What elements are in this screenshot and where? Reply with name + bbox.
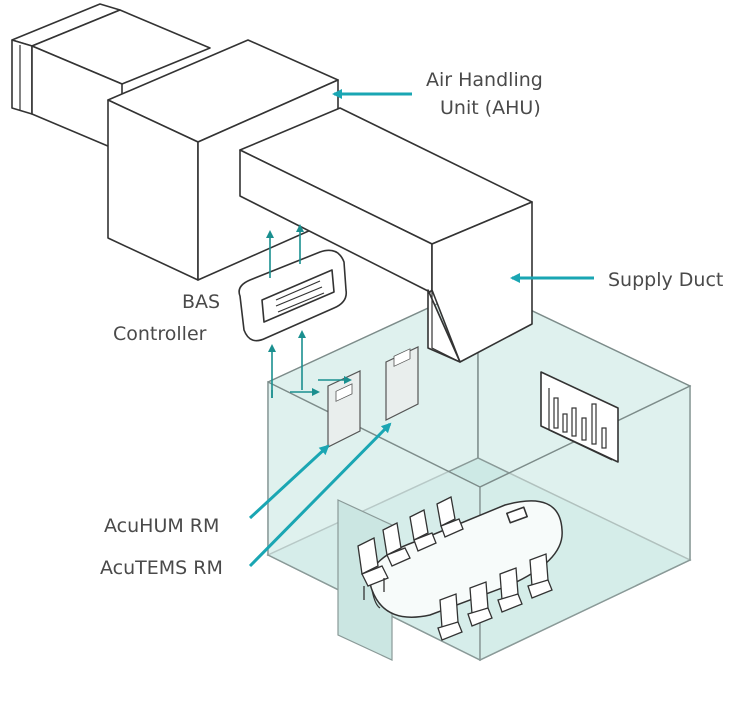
chair <box>409 509 437 552</box>
chair <box>436 496 464 538</box>
ahu-label-line1: Air Handling <box>426 69 543 91</box>
chair <box>527 553 553 599</box>
bas-label-line2: Controller <box>113 323 207 345</box>
supply-duct <box>239 107 533 363</box>
chairs <box>357 496 553 641</box>
wall-chart <box>540 371 619 463</box>
acutems-label: AcuTEMS RM <box>100 557 223 579</box>
acutems-sensor <box>385 346 419 421</box>
chair <box>437 593 463 641</box>
chair <box>382 522 411 567</box>
acuhum-label: AcuHUM RM <box>104 515 219 537</box>
bas-controller <box>238 249 348 342</box>
chair <box>467 581 493 627</box>
chair <box>357 537 389 600</box>
pointer-arrows <box>248 89 594 568</box>
supply-duct-label: Supply Duct <box>608 269 723 291</box>
acuhum-sensor <box>327 370 361 448</box>
chair <box>497 567 523 613</box>
ahu-label-line2: Unit (AHU) <box>440 97 541 119</box>
bas-label-line1: BAS <box>182 291 220 313</box>
signal-arrows <box>266 224 352 398</box>
